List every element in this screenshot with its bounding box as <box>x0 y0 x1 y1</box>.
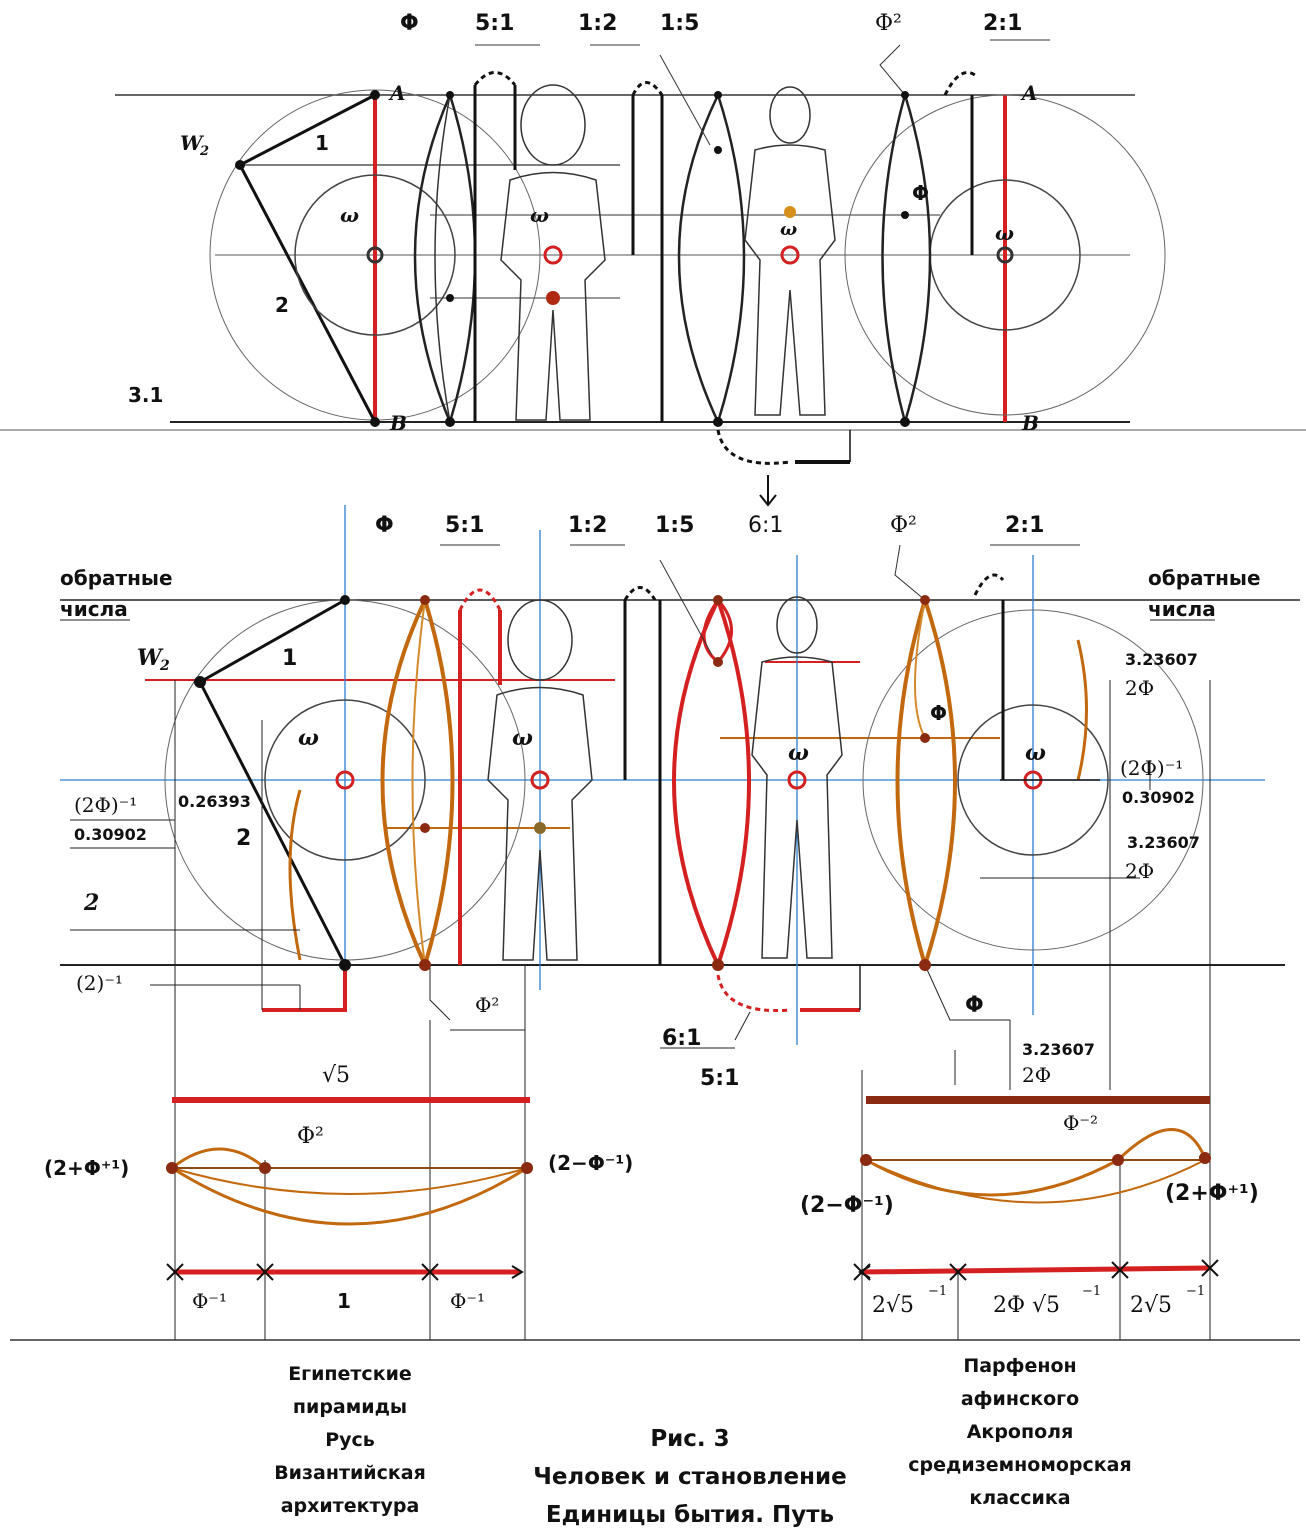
right-caption-line: афинского <box>890 1383 1150 1416</box>
bot-omega-left: ω <box>298 725 319 751</box>
top-ratio-phi-sq: Φ² <box>875 11 902 36</box>
bot-seg-2-b: 2 <box>83 890 99 916</box>
right-caption-line: Парфенон <box>890 1350 1150 1383</box>
right-phi-bottom: Φ <box>965 993 984 1018</box>
top-seg-1: 1 <box>315 131 329 155</box>
top-panel <box>0 40 1306 463</box>
bot-ratio-2-1: 2:1 <box>1005 513 1044 538</box>
left-caption-line: архитектура <box>250 1490 450 1523</box>
bot-omega-child: ω <box>512 725 533 751</box>
left-val-026: 0.26393 <box>178 792 251 811</box>
right-030: 0.30902 <box>1122 788 1195 807</box>
bot-ratio-phi-sq: Φ² <box>890 513 917 538</box>
top-phi-mark: Φ <box>912 181 929 205</box>
top-ratio-phi: Φ <box>400 11 419 36</box>
seg-2sqrt5-a-exp: −1 <box>928 1284 947 1299</box>
bottom-panel <box>60 505 1300 1340</box>
seg-2phi-sqrt5-exp: −1 <box>1082 1284 1101 1299</box>
right-323-b: 3.23607 <box>1127 833 1200 852</box>
sqrt5-label: √5 <box>322 1063 350 1088</box>
top-section-label: 3.1 <box>128 383 163 407</box>
phi-m2-label: Φ⁻² <box>1063 1111 1098 1135</box>
left-end-label: (2+Φ⁺¹) <box>44 1156 129 1180</box>
top-point-b-right: B <box>1021 411 1039 435</box>
right-phi: Φ <box>930 701 947 725</box>
bot-ratio-6-1: 6:1 <box>748 513 783 538</box>
top-omega-right: ω <box>995 221 1014 245</box>
figure-title-1: Человек и становление <box>500 1458 880 1496</box>
left-caption-line: пирамиды <box>250 1391 450 1424</box>
right-scheme-labels: Φ⁻² (2−Φ⁻¹) (2+Φ⁺¹) 2√5 −1 2Φ √5 −1 2√5 … <box>800 1111 1259 1318</box>
right-2phi-c: 2Φ <box>1022 1063 1051 1087</box>
top-point-w-sub: 2 <box>199 144 209 159</box>
left-caption-line: Византийская <box>250 1457 450 1490</box>
top-omega-left: ω <box>340 203 359 227</box>
bot-seg-1: 1 <box>282 646 297 671</box>
right-323-a: 3.23607 <box>1125 650 1198 669</box>
left-caption: Египетские пирамиды Русь Византийская ар… <box>250 1358 450 1523</box>
right-caption-line: Акрополя <box>890 1416 1150 1449</box>
bot-omega-man: ω <box>788 740 809 766</box>
right-2phi-a: 2Φ <box>1125 676 1154 700</box>
top-ratio-1-2: 1:2 <box>578 11 617 36</box>
bot-six-one: 6:1 <box>662 1026 701 1051</box>
seg-2phi-sqrt5: 2Φ √5 <box>993 1293 1060 1318</box>
seg-phi-inv-a: Φ⁻¹ <box>192 1289 227 1313</box>
reciprocals-right-1: обратные <box>1148 566 1261 590</box>
figure-number: Рис. 3 <box>500 1420 880 1458</box>
seg-2sqrt5-c-exp: −1 <box>1186 1284 1205 1299</box>
reciprocals-left-2: числа <box>60 597 128 621</box>
right-caption-line: классика <box>890 1482 1150 1515</box>
reciprocals-right-2: числа <box>1148 597 1216 621</box>
top-point-a: A <box>388 81 406 105</box>
bot-omega-right: ω <box>1025 740 1046 766</box>
left-caption-line: Русь <box>250 1424 450 1457</box>
left-inv-2phi: (2Φ)⁻¹ <box>74 793 137 817</box>
bot-ratio-1-2: 1:2 <box>568 513 607 538</box>
top-panel-labels: Φ 5:1 1:2 1:5 Φ² 2:1 A A B B W 2 1 2 3.1… <box>128 11 1039 435</box>
bot-ratio-1-5: 1:5 <box>655 513 694 538</box>
left-inv-2: (2)⁻¹ <box>76 971 123 995</box>
top-ratio-1-5: 1:5 <box>660 11 699 36</box>
top-omega-man: ω <box>780 219 797 240</box>
top-ratio-2-1: 2:1 <box>983 11 1022 36</box>
right-caption-line: средиземноморская <box>890 1449 1150 1482</box>
right-caption: Парфенон афинского Акрополя средиземномо… <box>890 1350 1150 1515</box>
bot-ratio-phi: Φ <box>375 513 394 538</box>
right-scheme <box>854 1100 1218 1280</box>
reciprocals-left-1: обратные <box>60 566 173 590</box>
bot-point-w-sub: 2 <box>159 658 170 674</box>
right-end-label: (2−Φ⁻¹) <box>548 1151 633 1175</box>
top-point-a-right: A <box>1020 81 1038 105</box>
top-point-b: B <box>389 411 407 435</box>
figure-caption: Рис. 3 Человек и становление Единицы быт… <box>500 1420 880 1534</box>
seg-phi-inv-c: Φ⁻¹ <box>450 1289 485 1313</box>
right-2phi-b: 2Φ <box>1125 859 1154 883</box>
top-omega-child: ω <box>530 203 549 227</box>
right-right-end: (2+Φ⁺¹) <box>1165 1181 1259 1206</box>
seg-2sqrt5-c: 2√5 <box>1130 1293 1172 1318</box>
right-left-end: (2−Φ⁻¹) <box>800 1193 894 1218</box>
down-arrow <box>760 475 776 505</box>
top-seg-2: 2 <box>275 293 289 317</box>
seg-2sqrt5-a: 2√5 <box>872 1293 914 1318</box>
right-inv-2phi: (2Φ)⁻¹ <box>1120 756 1183 780</box>
left-phi-sq: Φ² <box>297 1124 324 1149</box>
left-val-030: 0.30902 <box>74 825 147 844</box>
seg-one: 1 <box>337 1289 351 1313</box>
bot-phi-sq: Φ² <box>475 993 499 1017</box>
left-caption-line: Египетские <box>250 1358 450 1391</box>
bot-seg-2-a: 2 <box>236 826 251 851</box>
figure-title-2: Единицы бытия. Путь <box>500 1496 880 1534</box>
bot-ratio-5-1: 5:1 <box>445 513 484 538</box>
top-ratio-5-1: 5:1 <box>475 11 514 36</box>
bot-five-one: 5:1 <box>700 1066 739 1091</box>
right-323-c: 3.23607 <box>1022 1040 1095 1059</box>
